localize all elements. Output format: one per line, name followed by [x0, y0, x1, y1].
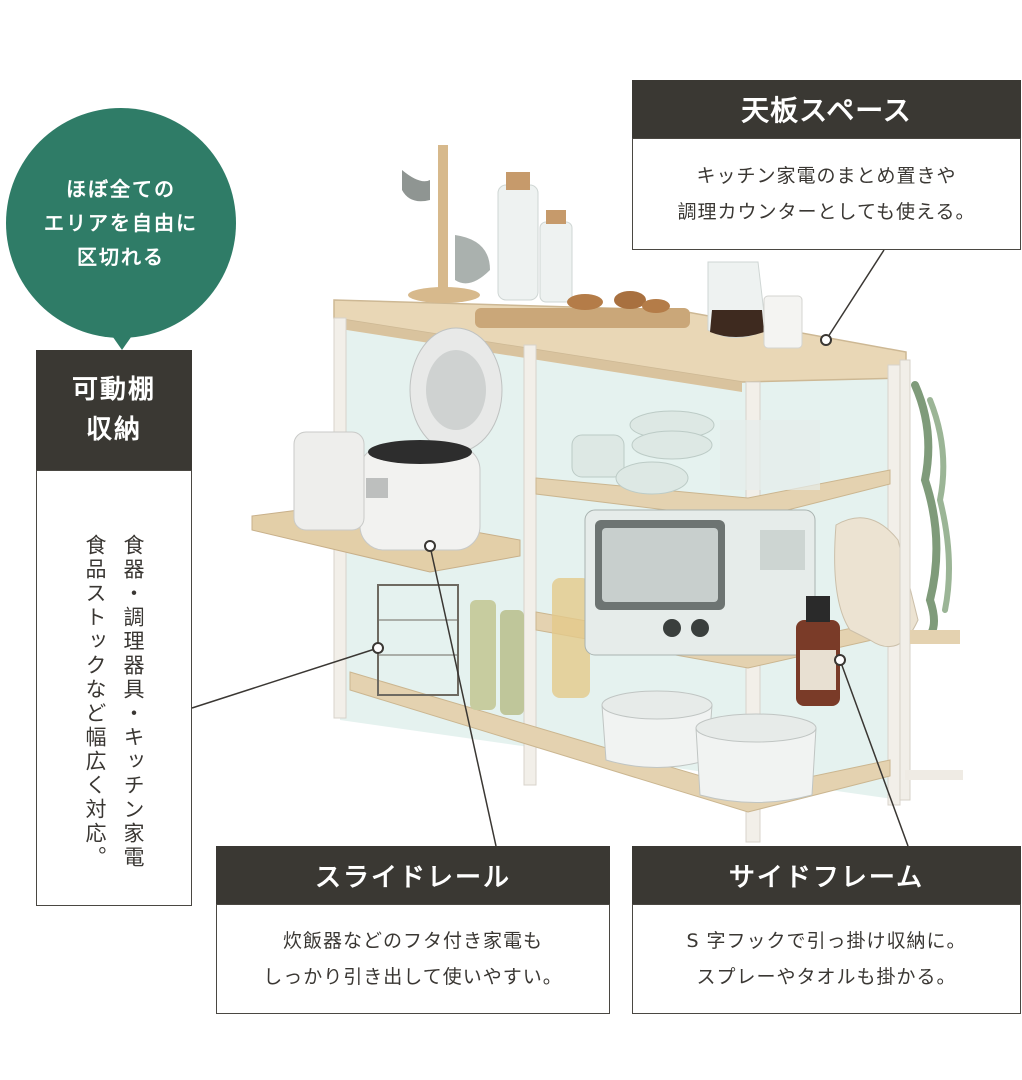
side-callout-body: S 字フックで引っ掛け収納に。 スプレーやタオルも掛かる。 [632, 904, 1021, 1014]
feature-bubble: ほぼ全ての エリアを自由に 区切れる [6, 108, 236, 338]
top-callout-line-1: キッチン家電のまとめ置きや [696, 165, 957, 187]
left-callout-body: 食器・調理器具・キッチン家電 食品ストックなど幅広く対応。 [36, 470, 192, 906]
top-callout-line-2: 調理カウンターとしても使える。 [677, 201, 976, 223]
side-callout-title: サイドフレーム [632, 846, 1021, 904]
bubble-line-1: ほぼ全ての [66, 177, 176, 201]
left-callout-title-line-2: 収納 [85, 415, 142, 445]
bubble-line-3: 区切れる [77, 245, 165, 269]
slide-callout-body: 炊飯器などのフタ付き家電も しっかり引き出して使いやすい。 [216, 904, 610, 1014]
slide-callout-line-2: しっかり引き出して使いやすい。 [263, 966, 563, 988]
left-callout-title: 可動棚 収納 [36, 350, 192, 470]
slide-callout-title: スライドレール [216, 846, 610, 904]
side-callout-line-1: S 字フックで引っ掛け収納に。 [686, 930, 967, 952]
slide-callout-line-1: 炊飯器などのフタ付き家電も [282, 930, 543, 952]
bubble-tail [108, 330, 136, 350]
bubble-line-2: エリアを自由に [44, 211, 198, 235]
top-callout-title: 天板スペース [632, 80, 1021, 138]
top-callout-body: キッチン家電のまとめ置きや 調理カウンターとしても使える。 [632, 138, 1021, 250]
left-callout-text: 食器・調理器具・キッチン家電 食品ストックなど幅広く対応。 [83, 534, 145, 870]
side-callout-line-2: スプレーやタオルも掛かる。 [696, 966, 957, 988]
left-callout-title-line-1: 可動棚 [71, 375, 156, 405]
